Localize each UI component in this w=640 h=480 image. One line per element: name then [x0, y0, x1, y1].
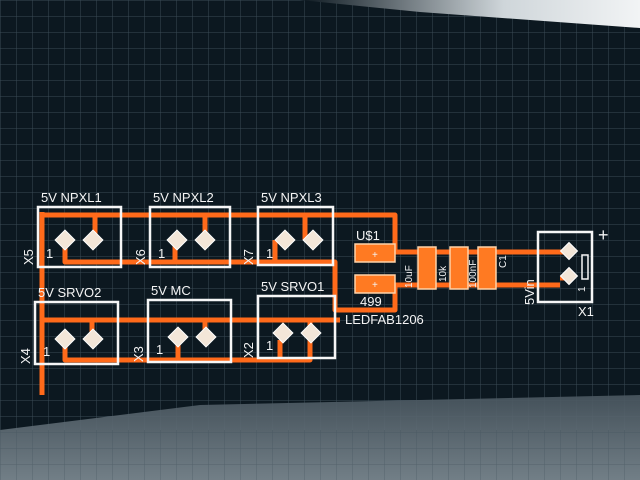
led-ref: U$1	[356, 228, 380, 243]
connector-ref: X2	[241, 342, 256, 358]
pad-icon	[194, 229, 216, 251]
pad-icon	[82, 328, 104, 350]
connector-ref: X6	[133, 249, 148, 265]
connector-ref: X7	[241, 249, 256, 265]
connector-x3[interactable]: 5V MC X3 1	[131, 283, 233, 364]
connector-name: 5V MC	[151, 283, 191, 298]
plus-icon: +	[598, 225, 609, 245]
pin-label: 1	[577, 286, 588, 292]
pad-icon	[54, 229, 76, 251]
connector-x1[interactable]: 5Vin 1 X1 +	[522, 225, 609, 319]
pad-icon	[559, 266, 579, 286]
pin-label: 1	[43, 344, 50, 359]
power-name: 5Vin	[522, 279, 537, 305]
pin-label: 1	[158, 246, 165, 261]
connector-name: 5V SRVO2	[38, 285, 101, 300]
pad-icon	[274, 229, 296, 251]
pad-icon	[166, 229, 188, 251]
passive-parts[interactable]: 10uF 10k 100nF C1	[404, 246, 509, 290]
led-value: LEDFAB1206	[345, 312, 424, 327]
part-value: C1	[498, 255, 509, 268]
led-u1[interactable]: + + U$1 LEDFAB1206 499	[345, 228, 424, 327]
connector-ref: X5	[21, 249, 36, 265]
origin-cross-icon: +	[372, 280, 378, 291]
pad-icon	[559, 241, 579, 261]
pad-icon	[82, 229, 104, 251]
part-value: 10uF	[404, 265, 415, 288]
pad-icon	[302, 229, 324, 251]
bezel-grid	[0, 430, 640, 480]
connector-name: 5V SRVO1	[261, 279, 324, 294]
connector-x4[interactable]: 5V SRVO2 X4 1	[18, 285, 120, 366]
pin-label: 1	[46, 246, 53, 261]
resistor-value: 499	[360, 294, 382, 309]
screen-bezel-top	[300, 0, 640, 28]
pad-icon	[272, 322, 294, 344]
pin-label: 1	[266, 246, 273, 261]
connector-x6[interactable]: 5V NPXL2 X6 1	[133, 190, 232, 269]
connector-x7[interactable]: 5V NPXL3 X7 1	[241, 190, 335, 267]
power-ref: X1	[578, 304, 594, 319]
connector-x2[interactable]: 5V SRVO1 X2 1	[241, 279, 337, 360]
capacitor-100nf[interactable]	[477, 246, 497, 290]
pin-label: 1	[266, 338, 273, 353]
capacitor-10uf[interactable]	[417, 246, 437, 290]
led-pad	[354, 243, 396, 263]
pad-icon	[54, 328, 76, 350]
resistor-10k[interactable]	[449, 246, 469, 290]
connector-ref: X3	[131, 346, 146, 362]
pin-label: 1	[156, 342, 163, 357]
connector-name: 5V NPXL2	[153, 190, 214, 205]
pad-icon	[195, 326, 217, 348]
origin-cross-icon: +	[372, 250, 378, 261]
connector-ref: X4	[18, 348, 33, 364]
connector-name: 5V NPXL1	[41, 190, 102, 205]
pad-icon	[300, 322, 322, 344]
connector-x5[interactable]: 5V NPXL1 X5 1	[21, 190, 123, 269]
part-value: 100nF	[468, 260, 479, 288]
part-value: 10k	[438, 265, 449, 282]
resistor-pad	[354, 274, 396, 294]
connector-name: 5V NPXL3	[261, 190, 322, 205]
pad-icon	[167, 326, 189, 348]
